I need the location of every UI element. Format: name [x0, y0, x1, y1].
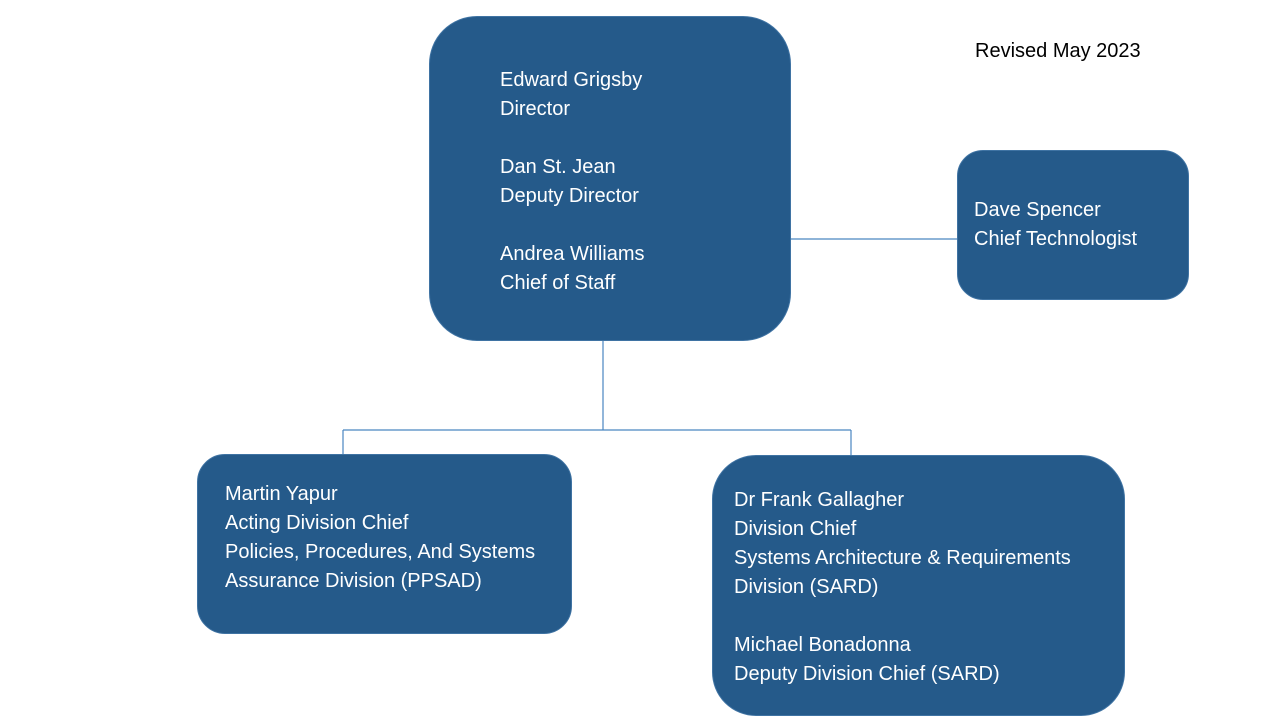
- leadership-box: Edward Grigsby Director Dan St. Jean Dep…: [429, 16, 791, 341]
- leadership-line: [500, 211, 790, 240]
- chief-technologist-line: Dave Spencer: [974, 199, 1101, 221]
- sard-line: Division Chief: [734, 518, 857, 540]
- sard-box: Dr Frank Gallagher Division Chief System…: [712, 455, 1125, 716]
- sard-line: Systems Architecture & Requirements: [734, 547, 1071, 569]
- ppsad-line: Policies, Procedures, And Systems: [225, 541, 536, 563]
- sard-line: Michael Bonadonna: [734, 634, 911, 656]
- leadership-line: Andrea Williams: [500, 243, 645, 265]
- ppsad-line: Assurance Division (PPSAD): [225, 570, 482, 592]
- revised-date-note: Revised May 2023: [975, 40, 1141, 62]
- sard-line: [734, 602, 1124, 631]
- ppsad-line: Acting Division Chief: [225, 512, 409, 534]
- leadership-line: Edward Grigsby: [500, 69, 643, 91]
- leadership-line: Dan St. Jean: [500, 156, 616, 178]
- leadership-line: Chief of Staff: [500, 272, 616, 294]
- sard-line: Dr Frank Gallagher: [734, 489, 905, 511]
- leadership-line: Director: [500, 98, 571, 120]
- chief-technologist-box: Dave Spencer Chief Technologist: [957, 150, 1189, 300]
- ppsad-line: Martin Yapur: [225, 483, 338, 505]
- leadership-line: Deputy Director: [500, 185, 639, 207]
- sard-line: Deputy Division Chief (SARD): [734, 663, 1000, 685]
- leadership-line: [500, 124, 790, 153]
- sard-line: Division (SARD): [734, 576, 879, 598]
- chief-technologist-line: Chief Technologist: [974, 228, 1138, 250]
- ppsad-box: Martin Yapur Acting Division Chief Polic…: [197, 454, 572, 634]
